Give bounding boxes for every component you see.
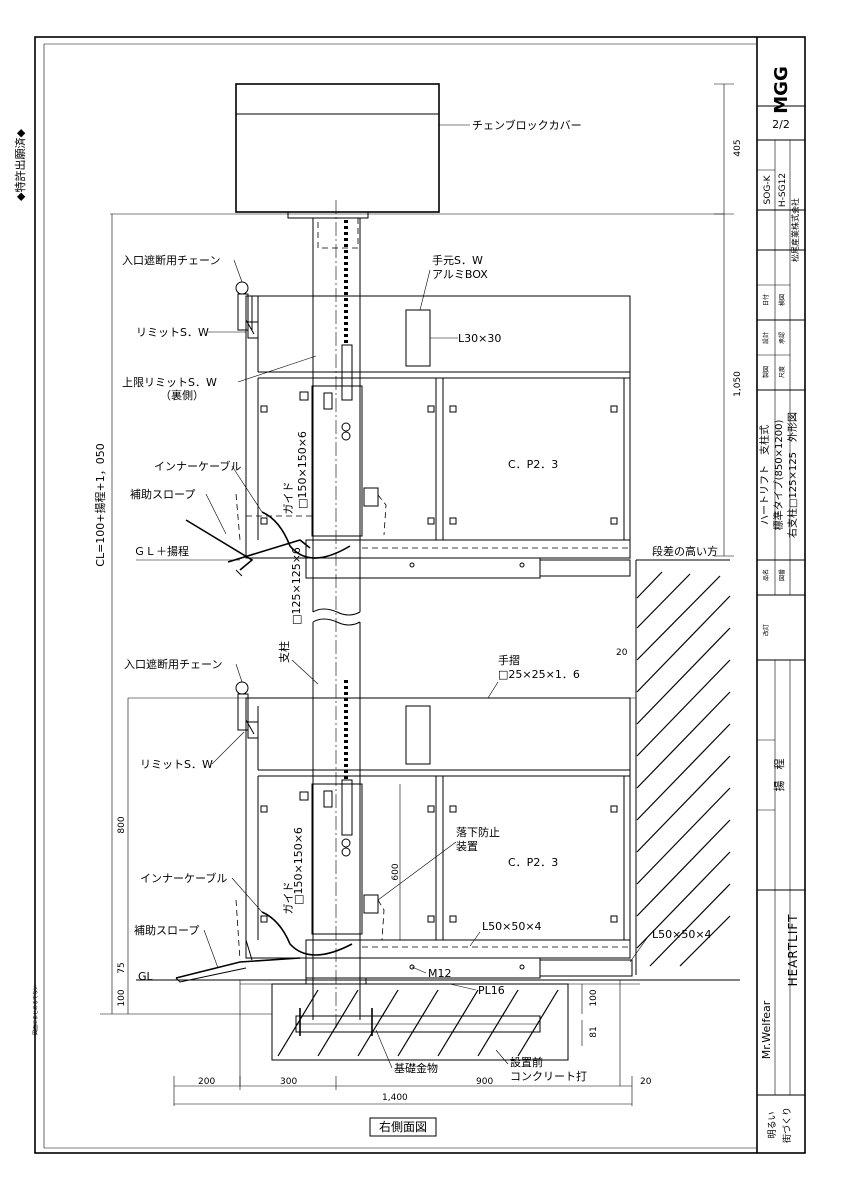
dim-1050: 1,050 [733, 371, 743, 397]
ground-and-foundation [136, 977, 740, 1061]
chain-cover-label: チェンブロックカバー [472, 118, 582, 132]
drawing-number-1: SOG-K [763, 174, 773, 204]
outer-border [34, 36, 806, 1154]
company-name: 松尾産業株式会社 [790, 198, 800, 262]
tb-drafting-label: 製図 [762, 366, 770, 378]
inner-cable-label-2: インナーケーブル [140, 871, 227, 885]
angle-l30-label: L30×30 [458, 332, 501, 345]
concrete-label-2: コンクリート打 [510, 1069, 587, 1083]
step-hatching [635, 559, 731, 975]
hand-switch-label-1: 手元S．W [432, 253, 483, 267]
dim-200: 200 [198, 1077, 215, 1087]
guide-label-2: ガイド [282, 882, 295, 915]
post-label: 支柱 [277, 641, 291, 663]
entry-chain-label-2: 入口遮断用チェーン [124, 657, 222, 671]
product-line-3: 右支柱□125×125 外形図 [786, 412, 799, 538]
step-high-label: 段差の高い方 [652, 544, 718, 558]
brand-name: Mr.Welfear [760, 1000, 773, 1059]
dim-1400: 1,400 [382, 1093, 408, 1103]
post-top-dashed [317, 217, 359, 249]
post-size-label: □125×125×6 [290, 547, 303, 625]
dim-81: 81 [589, 1026, 599, 1037]
guide-size-label-1: □150×150×6 [296, 431, 309, 509]
logo-text: MGG [771, 66, 792, 113]
margin-vertical-note: 図面にまとめるでない [32, 985, 39, 1035]
gl-label: GL [138, 970, 154, 983]
dim-600: 600 [391, 863, 401, 880]
tb-name-label: 品名 [762, 569, 770, 581]
tb-revision-label: 改訂 [762, 624, 770, 636]
view-title-box [369, 1117, 437, 1137]
upper-slope-and-cable [185, 281, 351, 577]
lower-slope-and-cable [175, 681, 353, 983]
upper-limit-label-2: （裏側） [160, 388, 204, 402]
cl-dimension-label: CL=100+揚程+1，050 [94, 443, 107, 566]
dim-100-left: 100 [117, 989, 127, 1006]
handrail-size-label: □25×25×1．6 [498, 668, 580, 681]
aux-slope-label-2: 補助スロープ [134, 923, 199, 937]
concrete-label-1: 設置前 [510, 1055, 543, 1069]
foundation-label: 基礎金物 [394, 1061, 438, 1075]
dim-75: 75 [117, 962, 127, 973]
tb-design-label: 設計 [762, 332, 770, 344]
tb-approve-label: 承認 [778, 332, 786, 344]
gl-lift-label: ＧＬ＋揚程 [134, 545, 189, 558]
patent-pending-note: ◆特許出願済◆ [13, 129, 27, 201]
chain-block-cover [235, 83, 440, 219]
product-line-2: 標準タイプ(850×1200) [772, 420, 785, 531]
hand-switch-label-2: アルミBOX [432, 268, 488, 281]
dim-20-top: 20 [616, 648, 628, 658]
support-post [312, 200, 361, 1030]
inner-cable-label-1: インナーケーブル [154, 459, 241, 473]
guide-label-1: ガイド [282, 482, 295, 515]
title-block: MGG 2/2 SOG-K H-SG12 松尾産業株式会社 日付 設計 製図 検… [757, 66, 805, 1143]
angle-l50-label-1: L50×50×4 [482, 920, 542, 933]
angle-l50-label-2: L50×50×4 [652, 928, 712, 941]
product-name: HEARTLIFT [786, 914, 800, 987]
lower-chain [341, 680, 353, 857]
dim-900: 900 [476, 1077, 493, 1087]
guide-size-label-2: □150×150×6 [292, 827, 305, 905]
view-title: 右側面図 [379, 1119, 427, 1134]
tb-date-label: 日付 [762, 294, 770, 306]
drawing-number-2: H-SG12 [778, 173, 788, 207]
slogan-1: 明るい [767, 1111, 778, 1138]
aux-slope-label-1: 補助スロープ [130, 487, 195, 501]
fall-prevent-label-2: 装置 [456, 840, 478, 853]
tb-check-label: 検図 [778, 294, 786, 306]
lift-height-vertical: 揚 程 [773, 759, 786, 792]
dim-300: 300 [280, 1077, 297, 1087]
limit-switch-label-2: リミットS．W [140, 758, 213, 771]
lower-platform [128, 697, 636, 979]
cp-label-2: C．P2．3 [508, 856, 558, 869]
slogan-2: 街づくり [781, 1107, 793, 1143]
tb-scale-label: 尺度 [778, 366, 786, 378]
dim-100-right: 100 [589, 989, 599, 1006]
upper-chain [341, 220, 353, 441]
fall-prevent-label-1: 落下防止 [456, 825, 500, 839]
limit-switch-label-1: リミットS．W [136, 326, 209, 339]
dim-800: 800 [117, 816, 127, 833]
upper-platform [110, 213, 724, 579]
dimension-lines [100, 83, 734, 1106]
entry-chain-label-1: 入口遮断用チェーン [122, 253, 220, 267]
tb-number-label: 図番 [779, 569, 786, 581]
m12-label: M12 [428, 967, 452, 980]
handrail-label: 手摺 [498, 653, 520, 667]
dim-405: 405 [733, 139, 743, 156]
sheet-number: 2/2 [772, 118, 790, 131]
dim-20-bottom: 20 [640, 1077, 652, 1087]
product-line-1: ハートリフト 支柱式 [758, 425, 771, 525]
upper-limit-label-1: 上限リミットS．W [122, 376, 217, 389]
cp-label-1: C．P2．3 [508, 458, 558, 471]
pl16-label: PL16 [478, 984, 505, 997]
